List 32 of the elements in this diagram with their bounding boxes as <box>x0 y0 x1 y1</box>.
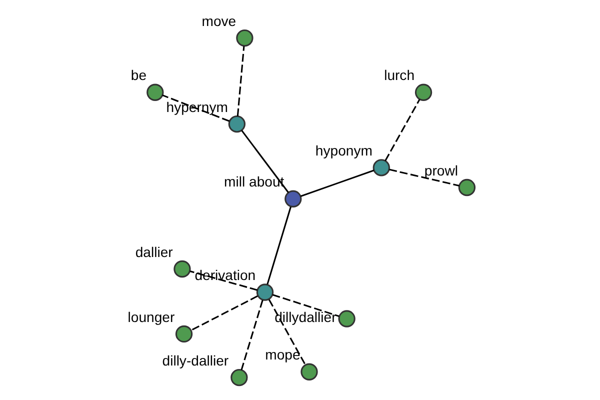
node-circle <box>372 159 390 176</box>
node-circle <box>146 84 164 101</box>
node-label: prowl <box>424 162 458 178</box>
node-circle <box>228 116 246 133</box>
node-label: hyponym <box>314 142 372 159</box>
node-circle <box>256 284 274 301</box>
connector <box>388 168 459 186</box>
node-label: lurch <box>384 67 414 84</box>
node-label: move <box>201 12 236 29</box>
connector <box>266 206 291 285</box>
node-circle <box>338 310 355 328</box>
connector <box>236 46 244 116</box>
node-label: be <box>130 67 146 84</box>
node-circle <box>284 190 302 208</box>
connector <box>300 170 374 197</box>
node-circle <box>300 363 318 380</box>
node-circle <box>173 260 190 278</box>
connector <box>272 294 339 317</box>
connector <box>268 299 306 366</box>
node-circle <box>174 325 192 343</box>
node-circle <box>458 178 476 196</box>
node-circle <box>414 84 432 101</box>
connector <box>384 99 420 162</box>
connector <box>240 300 263 370</box>
node-label: mope <box>264 346 300 363</box>
node-circle <box>230 368 248 386</box>
node-label: dallier <box>134 244 172 260</box>
connector <box>190 295 258 331</box>
node-circle <box>236 29 253 47</box>
node-label: lounger <box>127 308 174 325</box>
node-label: dillydallier <box>274 309 336 326</box>
node-label: dilly-dallier <box>162 352 228 368</box>
